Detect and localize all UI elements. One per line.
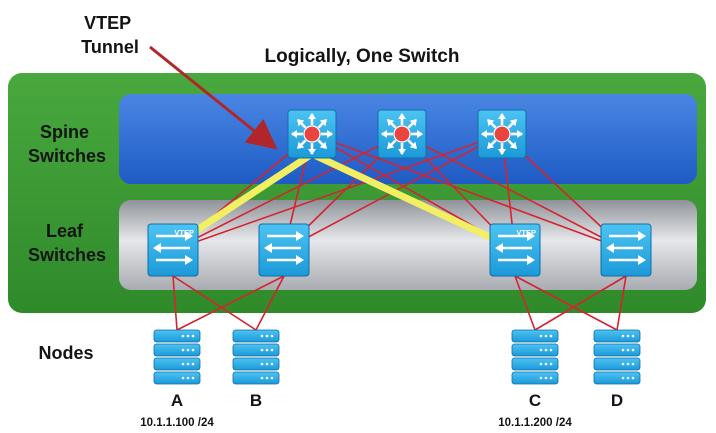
leaf-switch-icon [258, 223, 310, 277]
spine-switch-icon [477, 109, 527, 159]
spine-switches [287, 109, 527, 159]
node-label: B [250, 391, 262, 410]
nodes-tier-label: Nodes [38, 343, 93, 363]
link-node-a-leaf-1 [172, 275, 178, 331]
node-label: C [529, 391, 541, 410]
link-leaf-4-spine-2 [401, 133, 627, 251]
server-node-icon [593, 329, 641, 385]
spine-tier-label: Spine Switches [28, 122, 106, 166]
node-address: 10.1.1.200 /24 [498, 417, 572, 429]
link-node-d-leaf-3 [514, 275, 618, 331]
leaf-switch-icon: VTEP [489, 223, 541, 277]
spine-switch-icon [377, 109, 427, 159]
server-node-icon [511, 329, 559, 385]
link-node-d-leaf-4 [616, 275, 627, 331]
leaf-tier-label: Leaf Switches [28, 221, 106, 265]
spine-tier-label-line1: Spine [40, 122, 89, 142]
node-label: A [171, 391, 183, 410]
node-label: D [611, 391, 623, 410]
link-node-b-leaf-1 [172, 275, 257, 331]
leaf-switch-icon [600, 223, 652, 277]
link-node-a-leaf-2 [176, 275, 285, 331]
diagram-title: Logically, One Switch [265, 46, 460, 67]
link-node-c-leaf-4 [534, 275, 627, 331]
link-leaf-4-spine-1 [311, 133, 627, 251]
leaf-switch-icon: VTEP [147, 223, 199, 277]
server-node-icon [232, 329, 280, 385]
leaf-switches: VTEP VTEP [147, 223, 652, 277]
link-leaf-1-spine-3 [172, 133, 503, 251]
vtep-badge: VTEP [174, 228, 194, 237]
spine-tier-label-line2: Switches [28, 146, 106, 166]
node-address: 10.1.1.100 /24 [140, 417, 214, 429]
spine-switch-icon [287, 109, 337, 159]
vtep-tunnel-annotation: VTEP Tunnel [81, 13, 139, 57]
link-node-c-leaf-3 [514, 275, 536, 331]
annotation-arrow [149, 45, 278, 150]
vtep-badge: VTEP [516, 228, 536, 237]
link-node-b-leaf-2 [255, 275, 285, 331]
vtep-tunnel-annotation-line2: Tunnel [81, 37, 139, 57]
leaf-tier-label-line1: Leaf [46, 221, 84, 241]
leaf-tier-label-line2: Switches [28, 245, 106, 265]
vtep-tunnel-annotation-line1: VTEP [84, 13, 131, 33]
server-nodes: A 10.1.1.100 /24 B C 10.1.1.200 /24 D [140, 329, 641, 429]
server-node-icon [153, 329, 201, 385]
